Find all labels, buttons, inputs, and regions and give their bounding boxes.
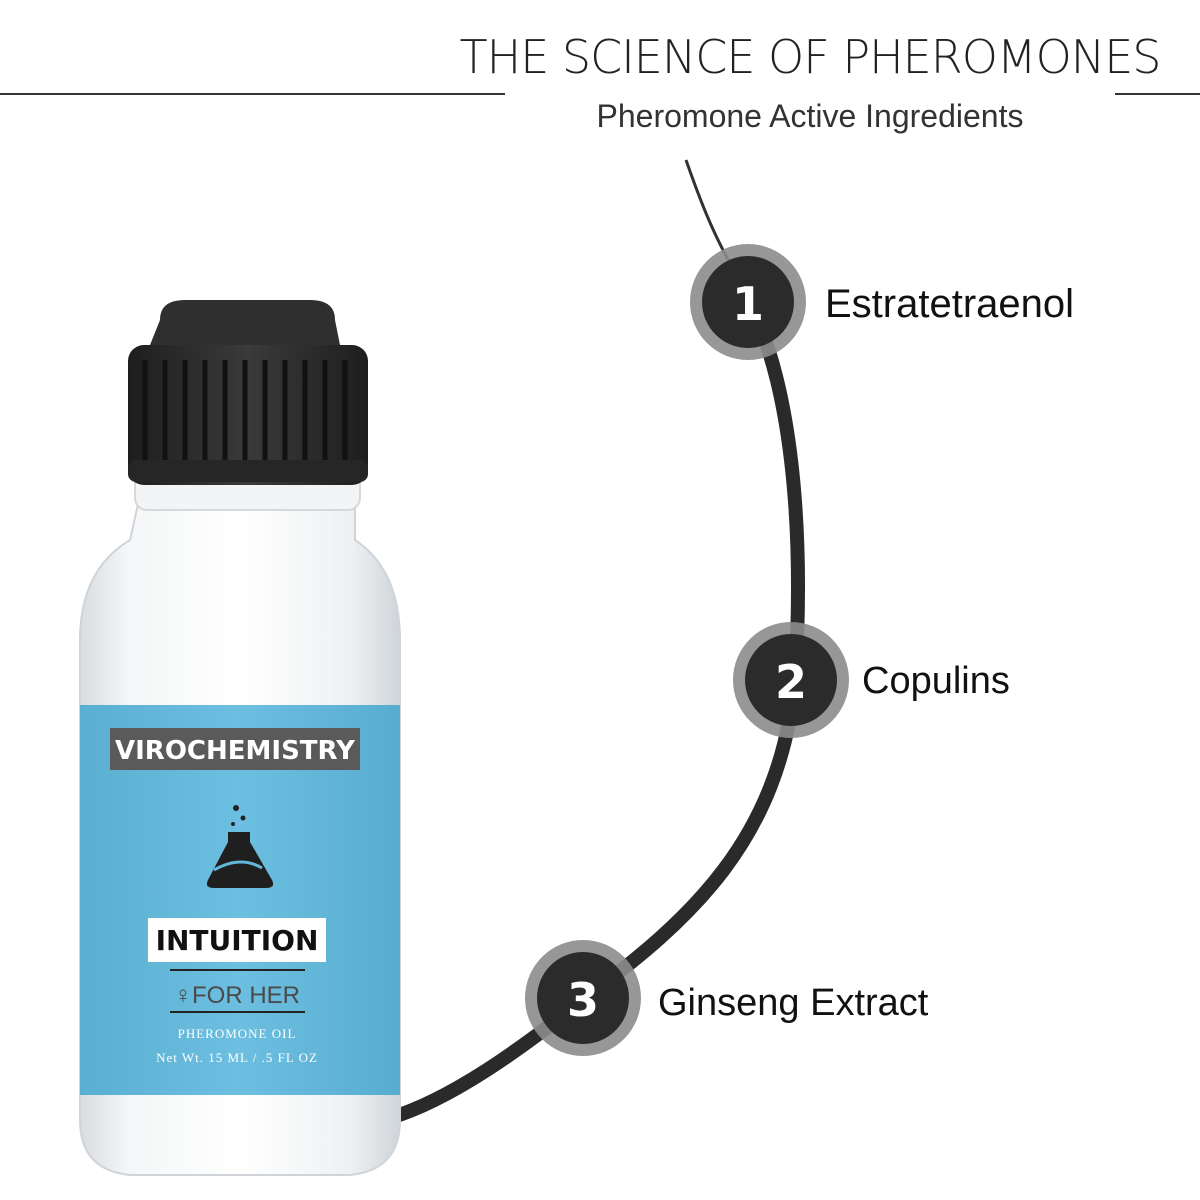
page-title: THE SCIENCE OF PHEROMONES: [459, 30, 1162, 84]
timeline-curve: [383, 293, 805, 1125]
product-name-box: [148, 918, 326, 962]
brand-bar: [110, 728, 360, 770]
ingredient-node-3: 3: [525, 940, 641, 1056]
product-name: INTUITION: [156, 924, 319, 957]
brand-name: VIROCHEMISTRY: [115, 736, 356, 766]
bottle-cap: [128, 300, 368, 485]
product-bottle: VIROCHEMISTRY INTUITION ♀FOR HER PHEROMO…: [79, 300, 401, 1176]
ingredient-node-2: 2: [733, 622, 849, 738]
ingredient-name-3: Ginseng Extract: [658, 982, 929, 1024]
ingredient-name-1: Estratetraenol: [825, 282, 1075, 326]
page-subtitle: Pheromone Active Ingredients: [596, 98, 1024, 134]
flask-icon: [206, 805, 274, 888]
product-net-weight: Net Wt. 15 ML / .5 FL OZ: [156, 1050, 318, 1065]
ingredient-number-3: 3: [567, 973, 599, 1027]
ingredient-number-2: 2: [775, 655, 807, 709]
product-type: PHEROMONE OIL: [178, 1026, 297, 1041]
product-audience: ♀FOR HER: [174, 982, 300, 1009]
ingredient-number-1: 1: [732, 277, 764, 331]
header-rule-left: [0, 93, 505, 95]
header-rule-right: [1115, 93, 1200, 95]
ingredient-node-1: 1: [690, 244, 806, 360]
ingredient-name-2: Copulins: [862, 660, 1010, 702]
